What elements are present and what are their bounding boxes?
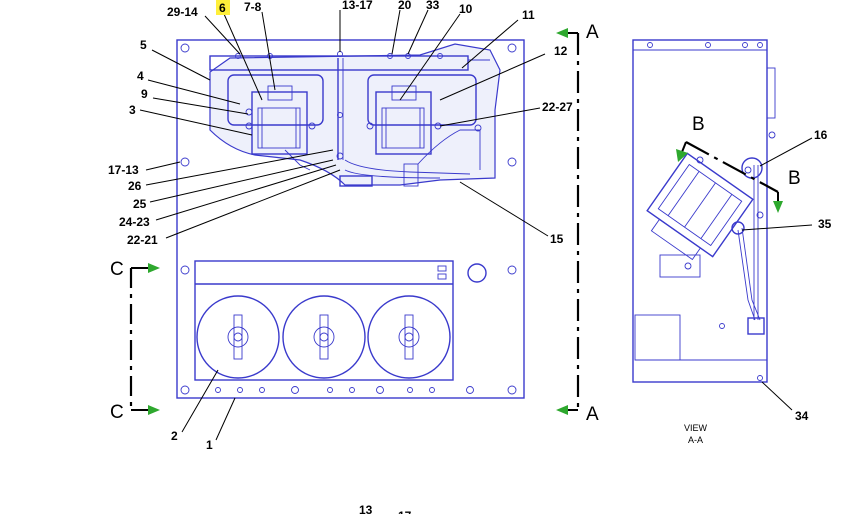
leader-lines [139,9,813,441]
rotary-switch-1 [196,295,280,379]
callout-13-17-top: 13-17 [342,0,373,12]
view-caption-line2: A-A [688,435,703,445]
callout-10: 10 [459,2,473,16]
callout-4: 4 [137,69,144,83]
section-label-c-top: C [110,259,124,280]
callout-6: 6 [219,1,226,15]
callout-22-27: 22-27 [542,100,573,114]
callout-9: 9 [141,87,148,101]
callout-16: 16 [814,128,828,142]
main-panel [176,39,525,399]
callout-13-bottom: 13 [359,503,373,514]
section-label-b-left: B [692,114,705,135]
section-label-a-bottom: A [586,404,599,425]
callout-29-14: 29-14 [167,5,198,19]
callout-17-bottom: 17 [398,509,412,514]
switch-box [194,260,487,381]
callout-6-highlight [216,0,230,15]
callout-2: 2 [171,429,178,443]
upper-harness-area [209,43,501,187]
callout-25: 25 [133,197,147,211]
rotary-switch-2 [282,295,366,379]
section-line-a [556,28,580,415]
callout-20: 20 [398,0,412,12]
rotary-switch-3 [367,295,451,379]
callout-17-13: 17-13 [108,163,139,177]
section-label-a-top: A [586,22,599,43]
section-line-c [129,263,160,415]
callout-33: 33 [426,0,440,12]
side-view-a-a [632,39,776,383]
callout-3: 3 [129,103,136,117]
section-line-b [676,141,783,213]
callout-35: 35 [818,217,832,231]
callout-15: 15 [550,232,564,246]
view-caption-line1: VIEW [684,423,708,433]
callout-11: 11 [522,8,535,22]
section-label-b-right: B [788,168,801,189]
callout-7-8: 7-8 [244,0,262,14]
callout-24-23: 24-23 [119,215,150,229]
callout-5: 5 [140,38,147,52]
section-label-c-bottom: C [110,402,124,423]
callout-22-21: 22-21 [127,233,158,247]
callout-26: 26 [128,179,142,193]
callout-34: 34 [795,409,809,423]
callout-1: 1 [206,438,213,452]
callout-12: 12 [554,44,568,58]
